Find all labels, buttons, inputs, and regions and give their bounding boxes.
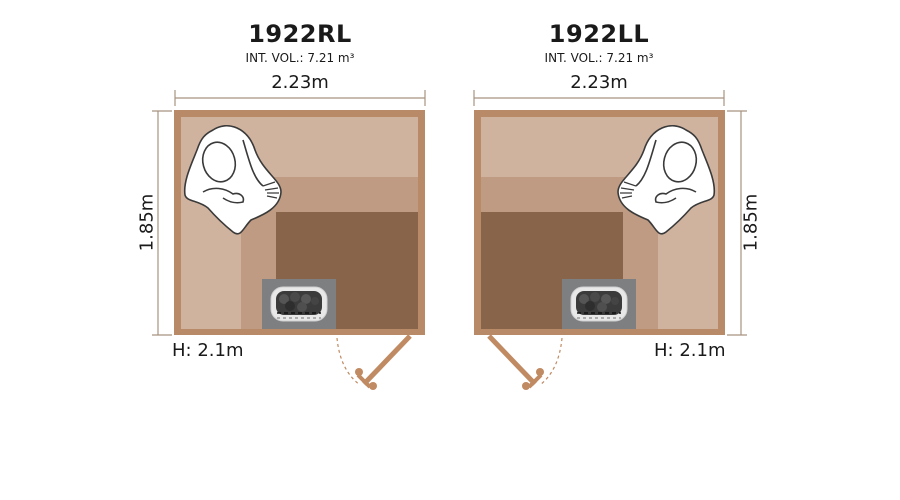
plan-left [152,90,426,390]
plan-right [473,90,747,390]
heater-icon [261,278,337,330]
width-label-left: 2.23m [271,72,329,93]
model-title-right: 1922LL [548,20,650,48]
volume-label-right: INT. VOL.: 7.21 m³ [544,51,654,65]
height-label-right: H: 2.1m [654,340,726,361]
height-label-left: H: 2.1m [172,340,244,361]
volume-label-left: INT. VOL.: 7.21 m³ [245,51,355,65]
width-label-right: 2.23m [570,72,628,93]
heater-icon [561,278,637,330]
model-title-left: 1922RL [248,20,352,48]
